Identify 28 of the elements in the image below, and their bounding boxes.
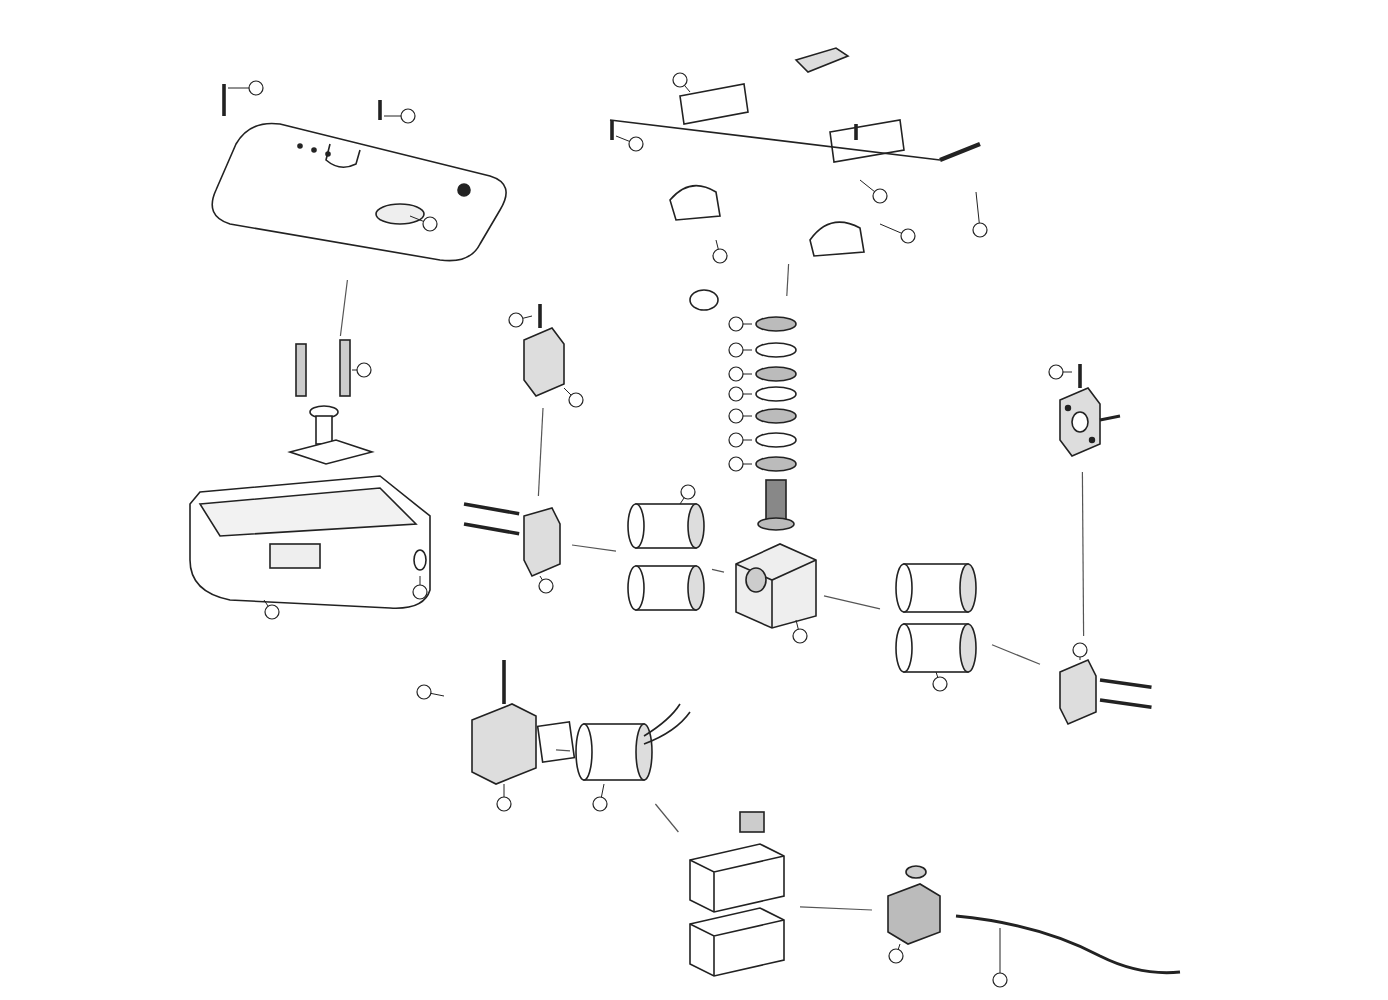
assembly-line	[991, 644, 1041, 665]
gear-shaft-stack-drawing	[689, 289, 797, 531]
square-tube-drawing	[689, 811, 785, 977]
assembly-line	[799, 906, 873, 911]
assembly-line	[537, 407, 544, 497]
assembly-line	[823, 595, 881, 610]
assembly-line	[571, 544, 617, 552]
assembly-line	[711, 568, 725, 573]
assembly-line	[786, 263, 790, 297]
bearing-block-drawing	[1048, 364, 1121, 457]
motor-housing-drawing	[189, 475, 431, 620]
lever-bracket-assembly-drawing	[609, 47, 988, 264]
cover-plate-drawing	[211, 80, 507, 262]
assembly-line	[555, 749, 571, 752]
assembly-line	[339, 279, 348, 337]
valve-block-drawing	[887, 865, 941, 964]
gearbox-drawing	[735, 543, 817, 644]
assembly-line	[654, 803, 679, 833]
bearing-block-drawing	[508, 304, 584, 408]
pedestal-mount-drawing	[287, 339, 375, 465]
cylinder-pair-drawing	[895, 563, 977, 692]
end-plate-drawing	[463, 502, 561, 594]
pump-block-drawing	[416, 660, 576, 812]
power-cable-drawing	[955, 914, 1181, 988]
electric-motor-drawing	[575, 703, 691, 812]
assembly-line	[1081, 471, 1085, 637]
motor-cylinder-pair-drawing	[627, 484, 705, 611]
end-plate-drawing	[1059, 642, 1152, 726]
